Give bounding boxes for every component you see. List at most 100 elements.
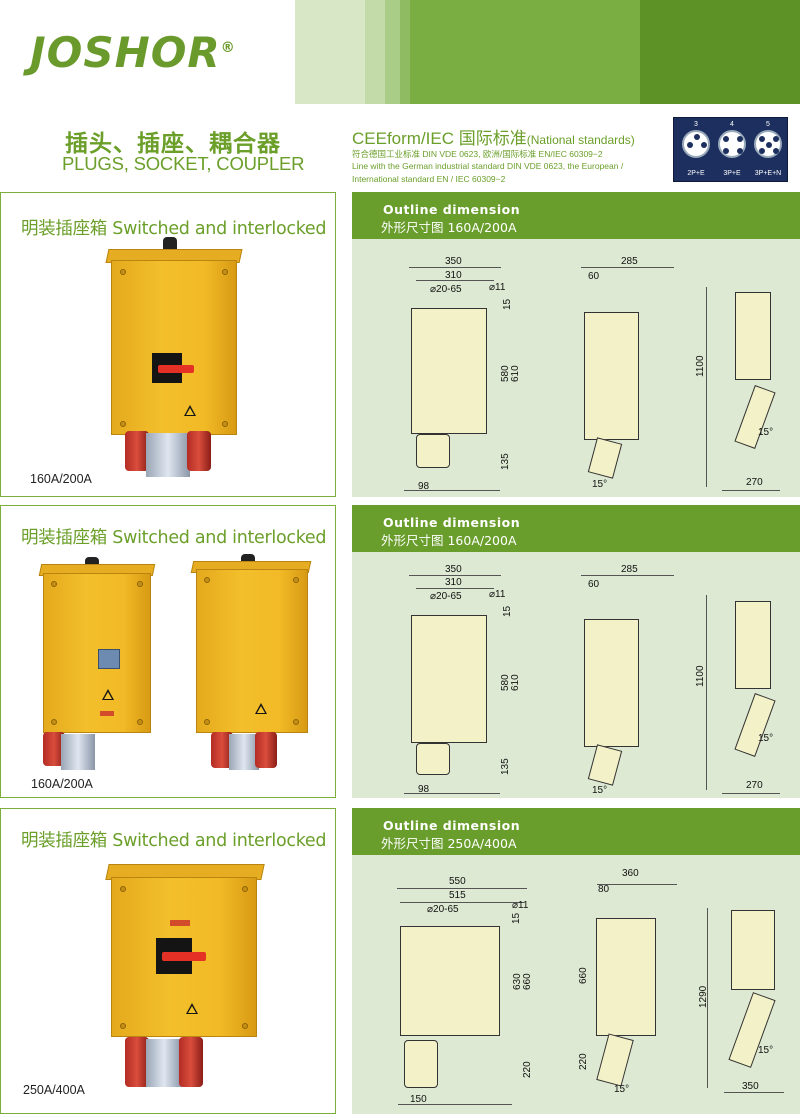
warning-icon [102,689,114,700]
dim-top: 15 [511,912,522,924]
dim-plug-length: 270 [746,477,763,488]
product-title: 明装插座箱 Switched and interlocked [21,528,327,548]
total-plug-outline [728,992,776,1068]
socket-left [125,1037,149,1087]
plug-3pen-icon [754,130,782,158]
product-photo-panel: 明装插座箱 Switched and interlocked 160A/200A [0,192,336,497]
plug-type-number: 5 [766,121,770,128]
product-section: 明装插座箱 Switched and interlocked 160A/200A… [0,505,800,798]
standard-line-3: International standard EN / IEC 60309−2 [352,174,506,184]
dim-bottom: 220 [522,1061,533,1078]
dim-total-height: 1100 [695,665,706,687]
dim-side-height: 660 [578,967,589,984]
side-box-outline [584,619,639,747]
dim-height-total: 660 [522,973,533,990]
standard-title: CEEform/IEC 国际标准(National standards) [352,129,635,148]
product-title: 明装插座箱 Switched and interlocked [21,219,327,239]
plug-type-label: 3P+E [723,170,741,177]
plug-type-number: 4 [730,121,734,128]
dim-width: 350 [445,564,462,575]
outline-panel: Outline dimension 外形尺寸图 160A/200A 350 31… [352,192,800,497]
total-box-outline [731,910,775,990]
dim-hole: ⌀11 [489,282,506,293]
outline-panel: Outline dimension 外形尺寸图 160A/200A 350 31… [352,505,800,798]
plug-2pe-icon [682,130,710,158]
yellow-enclosure [43,573,151,733]
socket-left [211,732,233,768]
dim-plug-length: 270 [746,780,763,791]
header-stripes [295,0,800,104]
front-socket-outline [416,743,450,775]
outline-title-cn: 外形尺寸图 250A/400A [381,836,517,851]
total-plug-outline [734,693,776,757]
dim-gland: ⌀20-65 [427,904,459,915]
dim-top: 15 [502,605,513,617]
dim-mount-width: 310 [445,270,462,281]
socket-right [179,1037,203,1087]
dim-width: 550 [449,876,466,887]
switch-handle-icon [162,952,206,961]
warning-icon [255,703,267,714]
outline-title-en: Outline dimension [383,515,521,530]
dim-gland: ⌀20-65 [430,591,462,602]
dim-height-total: 610 [510,365,521,382]
socket-body [229,734,259,770]
socket-left [43,732,65,766]
standard-line-2: Line with the German industrial standard… [352,161,624,171]
warning-icon [186,1003,198,1014]
front-box-outline [411,308,487,434]
plug-type-label: 2P+E [687,170,705,177]
plug-3pe-icon [718,130,746,158]
product-photo-panel: 明装插座箱 Switched and interlocked 160A/200A [0,505,336,798]
dim-hole: ⌀11 [489,589,506,600]
dim-bottom: 135 [500,758,511,775]
side-box-outline [584,312,639,440]
side-box-outline [596,918,656,1036]
dim-width: 350 [445,256,462,267]
plug-type-icons: 3 4 5 2P+E 3P+E 3P+E+N [673,117,788,182]
socket-body [61,734,95,770]
product-rating: 160A/200A [30,472,92,486]
label-plate [100,711,114,716]
yellow-enclosure [111,877,257,1037]
product-rating: 160A/200A [31,777,93,791]
socket-right [187,431,211,471]
dim-side-bottom: 220 [578,1053,589,1070]
side-socket-outline [587,437,623,479]
lock-plate [98,649,120,669]
socket-body [146,433,190,477]
dim-depth: 360 [622,868,639,879]
dim-socket-width: 150 [410,1094,427,1105]
dim-gland: ⌀20-65 [430,284,462,295]
dim-total-height: 1100 [695,355,706,377]
page-header: JOSHOR® [0,0,800,105]
page-title-cn: 插头、插座、耦合器 [65,131,281,157]
dim-plug-length: 350 [742,1081,759,1092]
dim-depth-top: 60 [588,271,600,282]
dim-height-total: 610 [510,674,521,691]
total-plug-outline [734,385,776,449]
side-socket-outline [596,1033,634,1087]
socket-body [146,1039,182,1087]
dim-depth: 285 [621,564,638,575]
product-section: 明装插座箱 Switched and interlocked 160A/200A… [0,192,800,497]
dim-hole: ⌀11 [512,900,529,911]
product-rating: 250A/400A [23,1083,85,1097]
plug-type-label: 3P+E+N [754,170,782,177]
yellow-enclosure [111,260,237,435]
dim-mount-width: 310 [445,577,462,588]
total-box-outline [735,292,771,380]
dim-socket-width: 98 [418,481,430,492]
dim-depth: 285 [621,256,638,267]
outline-title-en: Outline dimension [383,818,521,833]
product-photo-panel: 明装插座箱 Switched and interlocked 250A/400A [0,808,336,1114]
product-section: 明装插座箱 Switched and interlocked 250A/400A… [0,808,800,1114]
dim-top: 15 [502,298,513,310]
front-box-outline [411,615,487,743]
dim-socket-width: 98 [418,784,430,795]
dim-total-height: 1290 [698,985,709,1008]
outline-header: Outline dimension 外形尺寸图 250A/400A [352,808,800,855]
outline-title-en: Outline dimension [383,202,521,217]
dim-bottom: 135 [500,453,511,470]
dim-angle: 15° [592,479,608,490]
